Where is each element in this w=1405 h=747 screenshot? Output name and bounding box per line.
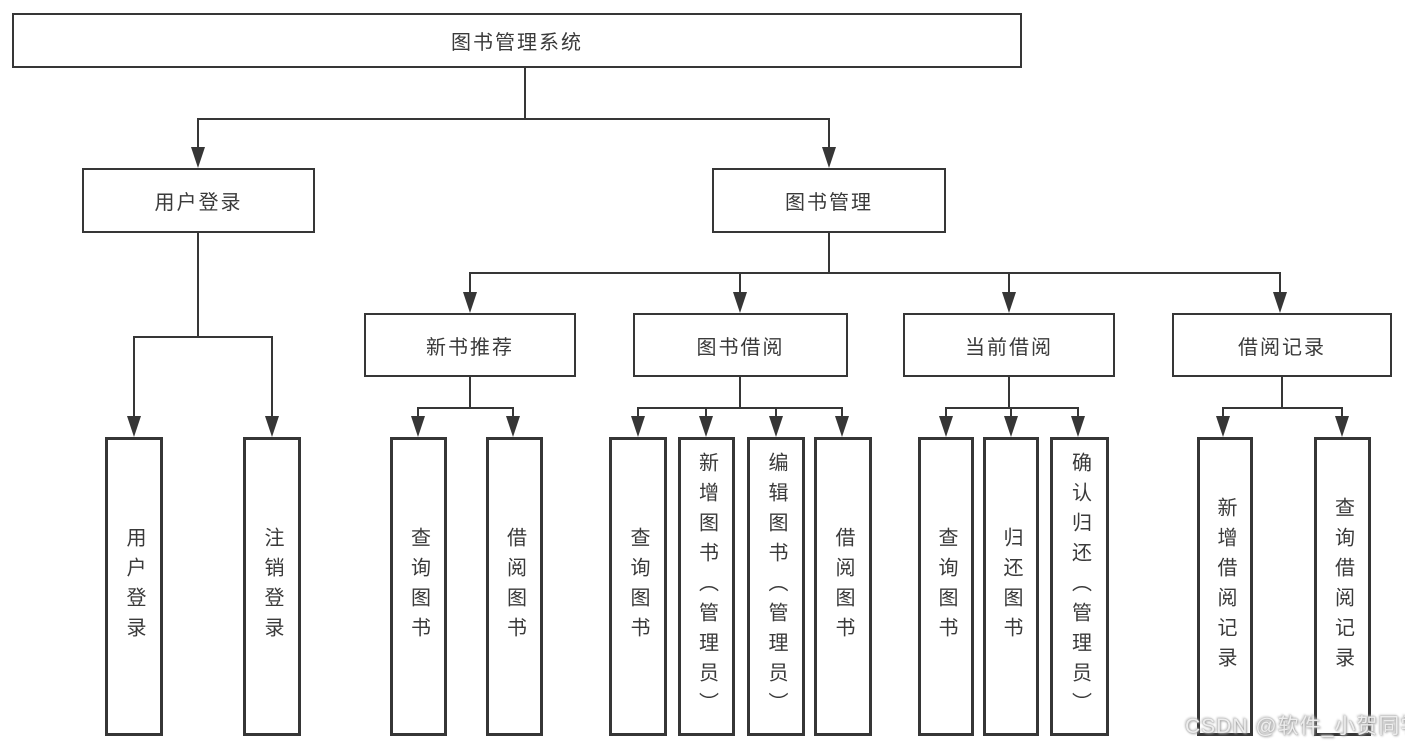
leaf-borrow-borrow: 借阅图书 xyxy=(814,437,872,736)
node-book-management: 图书管理 xyxy=(712,168,946,233)
leaf-borrow-query: 查询图书 xyxy=(609,437,667,736)
connector-stem xyxy=(1010,407,1012,418)
watermark: CSDN @软件_小贺同学 xyxy=(1185,715,1405,738)
connector-stem xyxy=(828,118,830,148)
leaf-records-query: 查询借阅记录 xyxy=(1314,437,1371,736)
arrow-down xyxy=(699,416,713,437)
connector-rail xyxy=(133,336,273,338)
connector-stem xyxy=(1077,407,1079,418)
arrow-down xyxy=(822,147,836,168)
connector-stem xyxy=(417,407,419,418)
leaf-borrow-edit-admin: 编辑图书（管理员） xyxy=(747,437,805,736)
connector-stem xyxy=(469,272,471,295)
leaf-current-return-label: 归还图书 xyxy=(1000,526,1022,647)
leaf-records-add-label: 新增借阅记录 xyxy=(1214,496,1236,677)
connector-stem xyxy=(1341,407,1343,418)
connector-stem xyxy=(197,233,199,338)
node-current-borrow: 当前借阅 xyxy=(903,313,1115,377)
leaf-borrow-add-admin-label: 新增图书（管理员） xyxy=(695,451,718,722)
leaf-records-add: 新增借阅记录 xyxy=(1197,437,1253,736)
node-new-books-label: 新书推荐 xyxy=(426,336,514,359)
leaf-newbooks-query-label: 查询图书 xyxy=(407,526,430,647)
connector-stem xyxy=(637,407,639,418)
leaf-borrow-add-admin: 新增图书（管理员） xyxy=(678,437,735,736)
connector-stem xyxy=(739,377,741,408)
arrow-down xyxy=(1216,416,1230,437)
arrow-down xyxy=(1002,292,1016,313)
node-current-borrow-label: 当前借阅 xyxy=(965,336,1053,359)
node-borrow-records-label: 借阅记录 xyxy=(1238,336,1326,359)
connector-root-stem xyxy=(524,68,526,119)
arrow-down xyxy=(939,416,953,437)
connector-stem xyxy=(1008,377,1010,408)
node-root-label: 图书管理系统 xyxy=(451,32,583,54)
connector-rail xyxy=(1222,407,1343,409)
leaf-borrow-borrow-label: 借阅图书 xyxy=(832,526,854,647)
node-new-books: 新书推荐 xyxy=(364,313,576,377)
leaf-newbooks-borrow-label: 借阅图书 xyxy=(503,526,526,647)
leaf-current-query-label: 查询图书 xyxy=(935,526,957,647)
arrow-down xyxy=(127,416,141,437)
connector-stem xyxy=(1281,377,1283,408)
arrow-down xyxy=(1004,416,1018,437)
connector-level2-rail xyxy=(197,118,829,120)
leaf-logout: 注销登录 xyxy=(243,437,301,736)
node-user-login: 用户登录 xyxy=(82,168,315,233)
connector-stem xyxy=(133,336,135,418)
leaf-logout-label: 注销登录 xyxy=(261,526,283,647)
connector-rail xyxy=(637,407,843,409)
connector-stem xyxy=(705,407,707,418)
arrow-down xyxy=(411,416,425,437)
leaf-current-confirm-admin: 确认归还（管理员） xyxy=(1050,437,1109,736)
node-user-login-label: 用户登录 xyxy=(154,192,243,214)
connector-stem xyxy=(1279,272,1281,295)
leaf-records-query-label: 查询借阅记录 xyxy=(1331,496,1354,677)
arrow-down xyxy=(463,292,477,313)
connector-stem xyxy=(469,377,471,408)
leaf-newbooks-query: 查询图书 xyxy=(390,437,447,736)
connector-stem xyxy=(828,233,830,274)
connector-stem xyxy=(945,407,947,418)
connector-stem xyxy=(1222,407,1224,418)
arrow-down xyxy=(631,416,645,437)
arrow-down xyxy=(1273,292,1287,313)
connector-stem xyxy=(1008,272,1010,295)
arrow-down xyxy=(835,416,849,437)
arrow-down xyxy=(506,416,520,437)
leaf-user-login-label: 用户登录 xyxy=(123,526,145,647)
node-book-borrow-label: 图书借阅 xyxy=(696,336,785,359)
connector-rail xyxy=(417,407,514,409)
connector-stem xyxy=(775,407,777,418)
leaf-current-query: 查询图书 xyxy=(918,437,974,736)
connector-level3-rail xyxy=(469,272,1281,274)
leaf-user-login: 用户登录 xyxy=(105,437,163,736)
node-root: 图书管理系统 xyxy=(12,13,1022,68)
node-borrow-records: 借阅记录 xyxy=(1172,313,1392,377)
arrow-down xyxy=(1335,416,1349,437)
arrow-down xyxy=(733,292,747,313)
connector-stem xyxy=(197,118,199,148)
leaf-newbooks-borrow: 借阅图书 xyxy=(486,437,543,736)
leaf-borrow-query-label: 查询图书 xyxy=(627,526,649,647)
arrow-down xyxy=(191,147,205,168)
node-book-management-label: 图书管理 xyxy=(785,192,873,214)
leaf-current-return: 归还图书 xyxy=(983,437,1039,736)
arrow-down xyxy=(1071,416,1085,437)
leaf-borrow-edit-admin-label: 编辑图书（管理员） xyxy=(765,451,787,722)
leaf-current-confirm-admin-label: 确认归还（管理员） xyxy=(1068,451,1091,722)
node-book-borrow: 图书借阅 xyxy=(633,313,848,377)
connector-stem xyxy=(739,272,741,295)
connector-stem xyxy=(271,336,273,418)
connector-stem xyxy=(512,407,514,418)
connector-stem xyxy=(841,407,843,418)
arrow-down xyxy=(769,416,783,437)
connector-rail xyxy=(945,407,1079,409)
arrow-down xyxy=(265,416,279,437)
